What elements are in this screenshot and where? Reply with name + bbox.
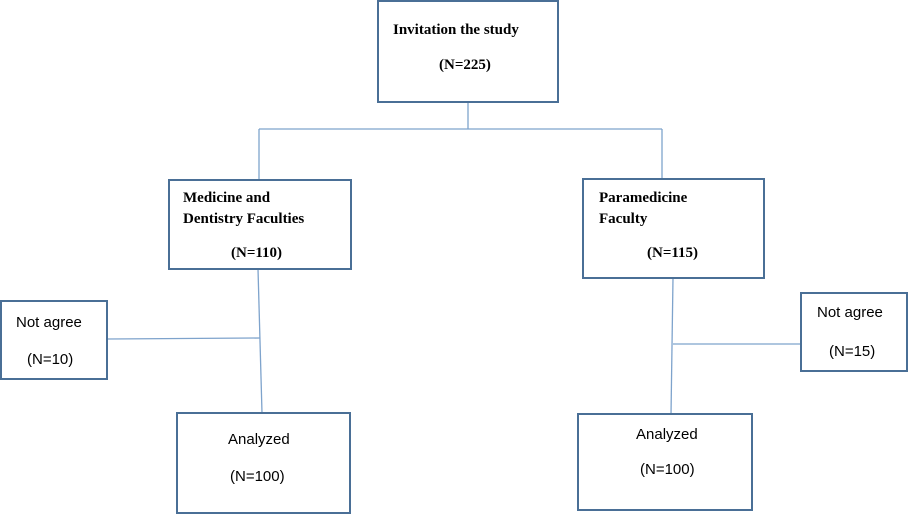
right-branch-title-line2: Faculty <box>599 211 648 227</box>
left-branch-count: (N=110) <box>231 245 283 261</box>
left-branch-title-line2: Dentistry Faculties <box>183 211 305 227</box>
root-title: Invitation the study <box>393 22 519 38</box>
left-excluded-title: Not agree <box>16 314 82 331</box>
right-branch-count: (N=115) <box>647 245 699 261</box>
root-box: Invitation the study (N=225) <box>377 0 559 103</box>
root-count: (N=225) <box>439 57 491 73</box>
connector-right-down <box>670 277 674 416</box>
left-excluded-count: (N=10) <box>27 351 74 368</box>
right-analyzed-box: Analyzed (N=100) <box>577 413 753 511</box>
left-branch-box: Medicine and Dentistry Faculties (N=110) <box>168 179 352 270</box>
left-excluded-box: Not agree (N=10) <box>0 300 108 380</box>
right-excluded-title: Not agree <box>817 304 883 321</box>
right-analyzed-title: Analyzed <box>636 426 698 443</box>
right-branch-box: Paramedicine Faculty (N=115) <box>582 178 765 279</box>
left-analyzed-count: (N=100) <box>230 468 285 485</box>
connector-left-down <box>257 268 263 414</box>
connector-left-excluded <box>106 337 261 340</box>
left-analyzed-box: Analyzed (N=100) <box>176 412 351 514</box>
left-analyzed-title: Analyzed <box>228 431 290 448</box>
right-excluded-count: (N=15) <box>829 343 876 360</box>
right-branch-title-line1: Paramedicine <box>599 190 688 206</box>
left-branch-title-line1: Medicine and <box>183 190 271 206</box>
right-excluded-box: Not agree (N=15) <box>800 292 908 372</box>
right-analyzed-count: (N=100) <box>640 461 695 478</box>
